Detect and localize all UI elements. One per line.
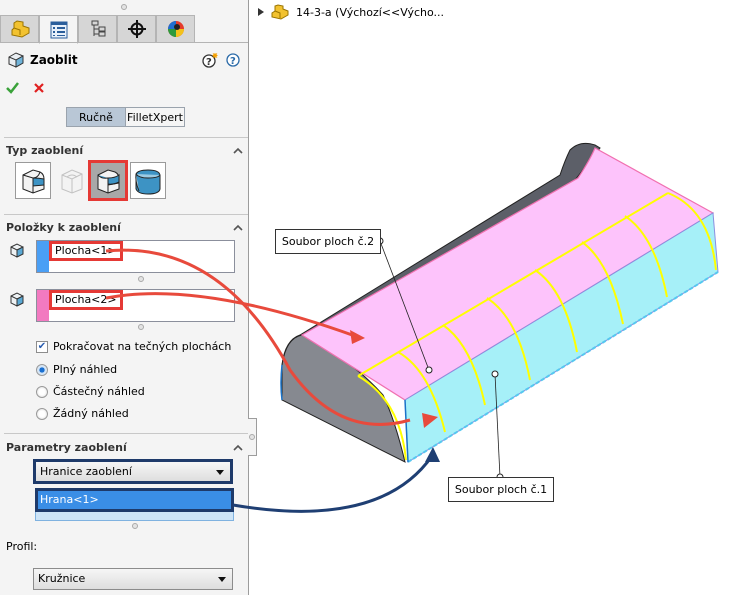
dropdown-arrow-icon xyxy=(216,470,224,475)
full-preview-label: Plný náhled xyxy=(53,363,118,376)
no-preview-radio[interactable]: Žádný náhled xyxy=(36,407,129,420)
face-set-1-color-swatch xyxy=(37,241,49,272)
fillet-type-full-round[interactable] xyxy=(130,162,166,199)
listbox-resize-grip[interactable] xyxy=(138,324,144,330)
fillet-type-constant-radius[interactable] xyxy=(15,162,51,199)
whats-new-help-icon[interactable]: ? xyxy=(202,52,218,68)
feature-tree-flyout[interactable]: 14-3-a (Výchozí<<Výcho... xyxy=(258,4,444,20)
checkbox-checked-icon: ✔ xyxy=(36,340,48,353)
face-set-2-listbox[interactable]: Plocha<2> xyxy=(36,289,235,322)
fillet-type-header: Typ zaoblení xyxy=(6,144,84,157)
tab-configuration-manager[interactable] xyxy=(78,15,117,43)
listbox-resize-grip[interactable] xyxy=(132,523,138,529)
face-set-1-listbox[interactable]: Plocha<1> xyxy=(36,240,235,273)
fillet-method-dropdown[interactable]: Hranice zaoblení xyxy=(33,459,233,484)
no-preview-label: Žádný náhled xyxy=(53,407,129,420)
collapse-chevron-icon[interactable] xyxy=(233,146,243,156)
panel-splitter-handle[interactable] xyxy=(248,418,257,456)
configuration-icon xyxy=(91,20,105,37)
fillet-feature-icon xyxy=(8,52,24,68)
ok-checkmark-icon[interactable] xyxy=(6,82,19,94)
section-divider xyxy=(4,137,248,138)
face-selection-icon xyxy=(10,243,24,258)
listbox-resize-grip[interactable] xyxy=(138,276,144,282)
section-divider xyxy=(4,433,248,434)
filletxpert-mode-label: FilletXpert xyxy=(127,110,183,124)
part-name: 14-3-a (Výchozí<<Výcho... xyxy=(296,5,445,19)
face-set-2-color-swatch xyxy=(37,290,49,321)
svg-text:?: ? xyxy=(230,56,236,67)
tab-dimxpert-manager[interactable] xyxy=(117,15,156,43)
help-icon[interactable]: ? xyxy=(226,53,241,68)
partial-preview-label: Částečný náhled xyxy=(53,385,145,398)
appearance-ball-icon xyxy=(167,21,184,37)
manual-mode-label: Ručně xyxy=(79,110,113,124)
fillet-method-value: Hranice zaoblení xyxy=(40,465,132,478)
boundary-edge-item[interactable]: Hrana<1> xyxy=(35,488,234,512)
variable-size-fillet-icon xyxy=(61,168,83,194)
tangent-propagation-checkbox[interactable]: ✔ Pokračovat na tečných plochách xyxy=(36,340,231,353)
svg-text:?: ? xyxy=(206,57,212,68)
boundary-edge-listbox[interactable]: Hrana<1> xyxy=(35,488,234,521)
dropdown-arrow-icon xyxy=(218,577,226,582)
collapse-chevron-icon[interactable] xyxy=(233,223,243,233)
callout-face-set-1: Soubor ploch č.1 xyxy=(448,477,554,502)
full-preview-radio[interactable]: Plný náhled xyxy=(36,363,117,376)
face-set-2-item[interactable]: Plocha<2> xyxy=(49,290,123,310)
callout-face-set-2: Soubor ploch č.2 xyxy=(275,229,381,254)
manager-tabs xyxy=(0,15,200,44)
radio-unselected-icon xyxy=(36,385,48,398)
manual-mode-button[interactable]: Ručně xyxy=(66,107,126,127)
radio-selected-icon xyxy=(36,363,48,376)
fillet-type-variable-size[interactable] xyxy=(54,162,90,199)
splitter-grip xyxy=(249,434,255,440)
fillet-preview-lines xyxy=(357,192,717,461)
panel-border xyxy=(248,0,249,595)
expand-arrow-icon[interactable] xyxy=(258,8,264,16)
crosshair-icon xyxy=(127,20,146,38)
part-icon xyxy=(11,20,29,38)
partial-preview-radio[interactable]: Částečný náhled xyxy=(36,385,145,398)
cancel-x-icon[interactable] xyxy=(34,83,44,93)
radio-unselected-icon xyxy=(36,407,48,420)
profile-label: Profil: xyxy=(6,540,38,553)
filletxpert-mode-button[interactable]: FilletXpert xyxy=(125,107,185,127)
tab-property-manager[interactable] xyxy=(39,15,78,44)
face-selection-icon xyxy=(10,292,24,307)
panel-resize-grip[interactable] xyxy=(121,4,127,10)
profile-value: Kružnice xyxy=(38,572,86,585)
tangent-propagation-label: Pokračovat na tečných plochách xyxy=(53,340,232,353)
feature-title: Zaoblit xyxy=(30,53,78,67)
constant-radius-fillet-icon xyxy=(22,168,45,194)
fillet-type-face[interactable] xyxy=(88,160,128,201)
part-icon xyxy=(271,4,289,20)
tabs-divider xyxy=(0,42,248,43)
fillet-parameters-header: Parametry zaoblení xyxy=(6,441,127,454)
profile-dropdown[interactable]: Kružnice xyxy=(33,568,233,590)
full-round-fillet-icon xyxy=(135,168,161,195)
items-to-fillet-header: Položky k zaoblení xyxy=(6,221,121,234)
property-manager-icon xyxy=(50,21,67,38)
collapse-chevron-icon[interactable] xyxy=(233,443,243,453)
annotation-arrows-red xyxy=(105,248,411,426)
face-set-1-item[interactable]: Plocha<1> xyxy=(49,241,123,261)
face-fillet-icon xyxy=(97,168,120,194)
section-divider xyxy=(4,214,248,215)
